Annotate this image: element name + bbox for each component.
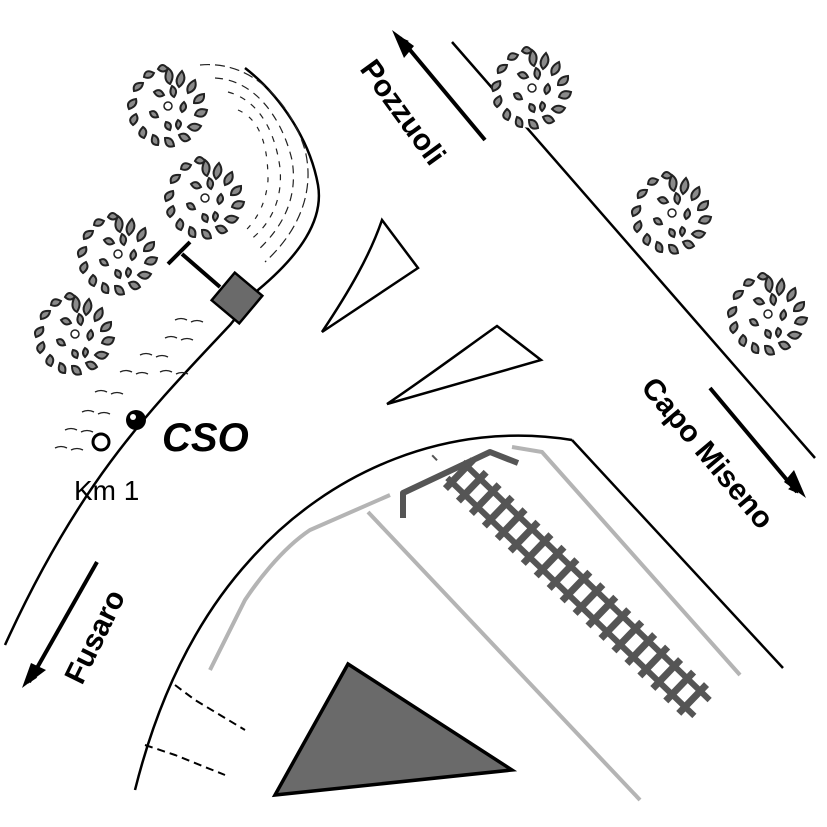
- rail-sleeper: [546, 557, 580, 591]
- rail-sleeper: [572, 582, 606, 616]
- rail-sleeper: [585, 594, 619, 629]
- label-km: Km 1: [74, 475, 139, 506]
- rail-sleeper: [455, 469, 489, 504]
- rail-sleeper: [624, 632, 658, 666]
- rail-sleeper: [663, 669, 697, 704]
- arrow-pozzuoli: [398, 36, 487, 142]
- tree-icon: [726, 272, 808, 356]
- railway-track-drawn: [442, 457, 712, 719]
- rail-sleeper: [611, 619, 645, 654]
- direction-arrows: [27, 36, 799, 684]
- tree-icon: [33, 292, 116, 376]
- rail-sleeper: [507, 519, 541, 554]
- embankment-hatching: [54, 64, 309, 451]
- km-marker-open: [91, 432, 111, 452]
- service-lines: [208, 445, 742, 802]
- island-south: [386, 324, 544, 406]
- rail-sleeper: [494, 507, 528, 541]
- traffic-islands: [320, 217, 544, 406]
- rail-sleeper: [559, 569, 593, 604]
- railway-buffer: [400, 449, 520, 518]
- label-fusaro: Fusaro: [59, 585, 133, 689]
- km-markers: [91, 410, 146, 452]
- rail-sleeper: [468, 482, 502, 516]
- label-capo-miseno: Capo Miseno: [635, 371, 780, 535]
- dashed-paths: [144, 684, 246, 776]
- road-inner-curve: [571, 439, 784, 669]
- tree-icon: [76, 212, 158, 296]
- rail-sleeper: [598, 607, 632, 641]
- arrow-fusaro: [27, 561, 99, 684]
- label-pozzuoli: Pozzuoli: [353, 54, 451, 172]
- tree-icon: [163, 156, 245, 240]
- railway-track: [431, 454, 438, 462]
- trees: [33, 46, 808, 376]
- station-building: [166, 240, 265, 326]
- arrow-capo-miseno: [708, 386, 799, 494]
- rail-sleeper: [533, 544, 567, 579]
- island-north: [320, 217, 420, 334]
- rail-sleeper: [481, 494, 515, 529]
- rail-sleeper: [520, 532, 554, 566]
- rail-sleeper: [676, 682, 710, 716]
- label-cso: CSO: [162, 416, 249, 460]
- road-west-edge-outer: [3, 67, 321, 646]
- tree-icon: [126, 64, 208, 148]
- rail-sleeper: [637, 644, 671, 679]
- rail-sleeper: [650, 657, 684, 691]
- dark-building: [271, 661, 518, 798]
- road-inner-arc: [133, 434, 573, 791]
- tree-icon: [630, 171, 712, 255]
- tree-icon: [490, 46, 572, 130]
- cso-marker: [126, 410, 146, 430]
